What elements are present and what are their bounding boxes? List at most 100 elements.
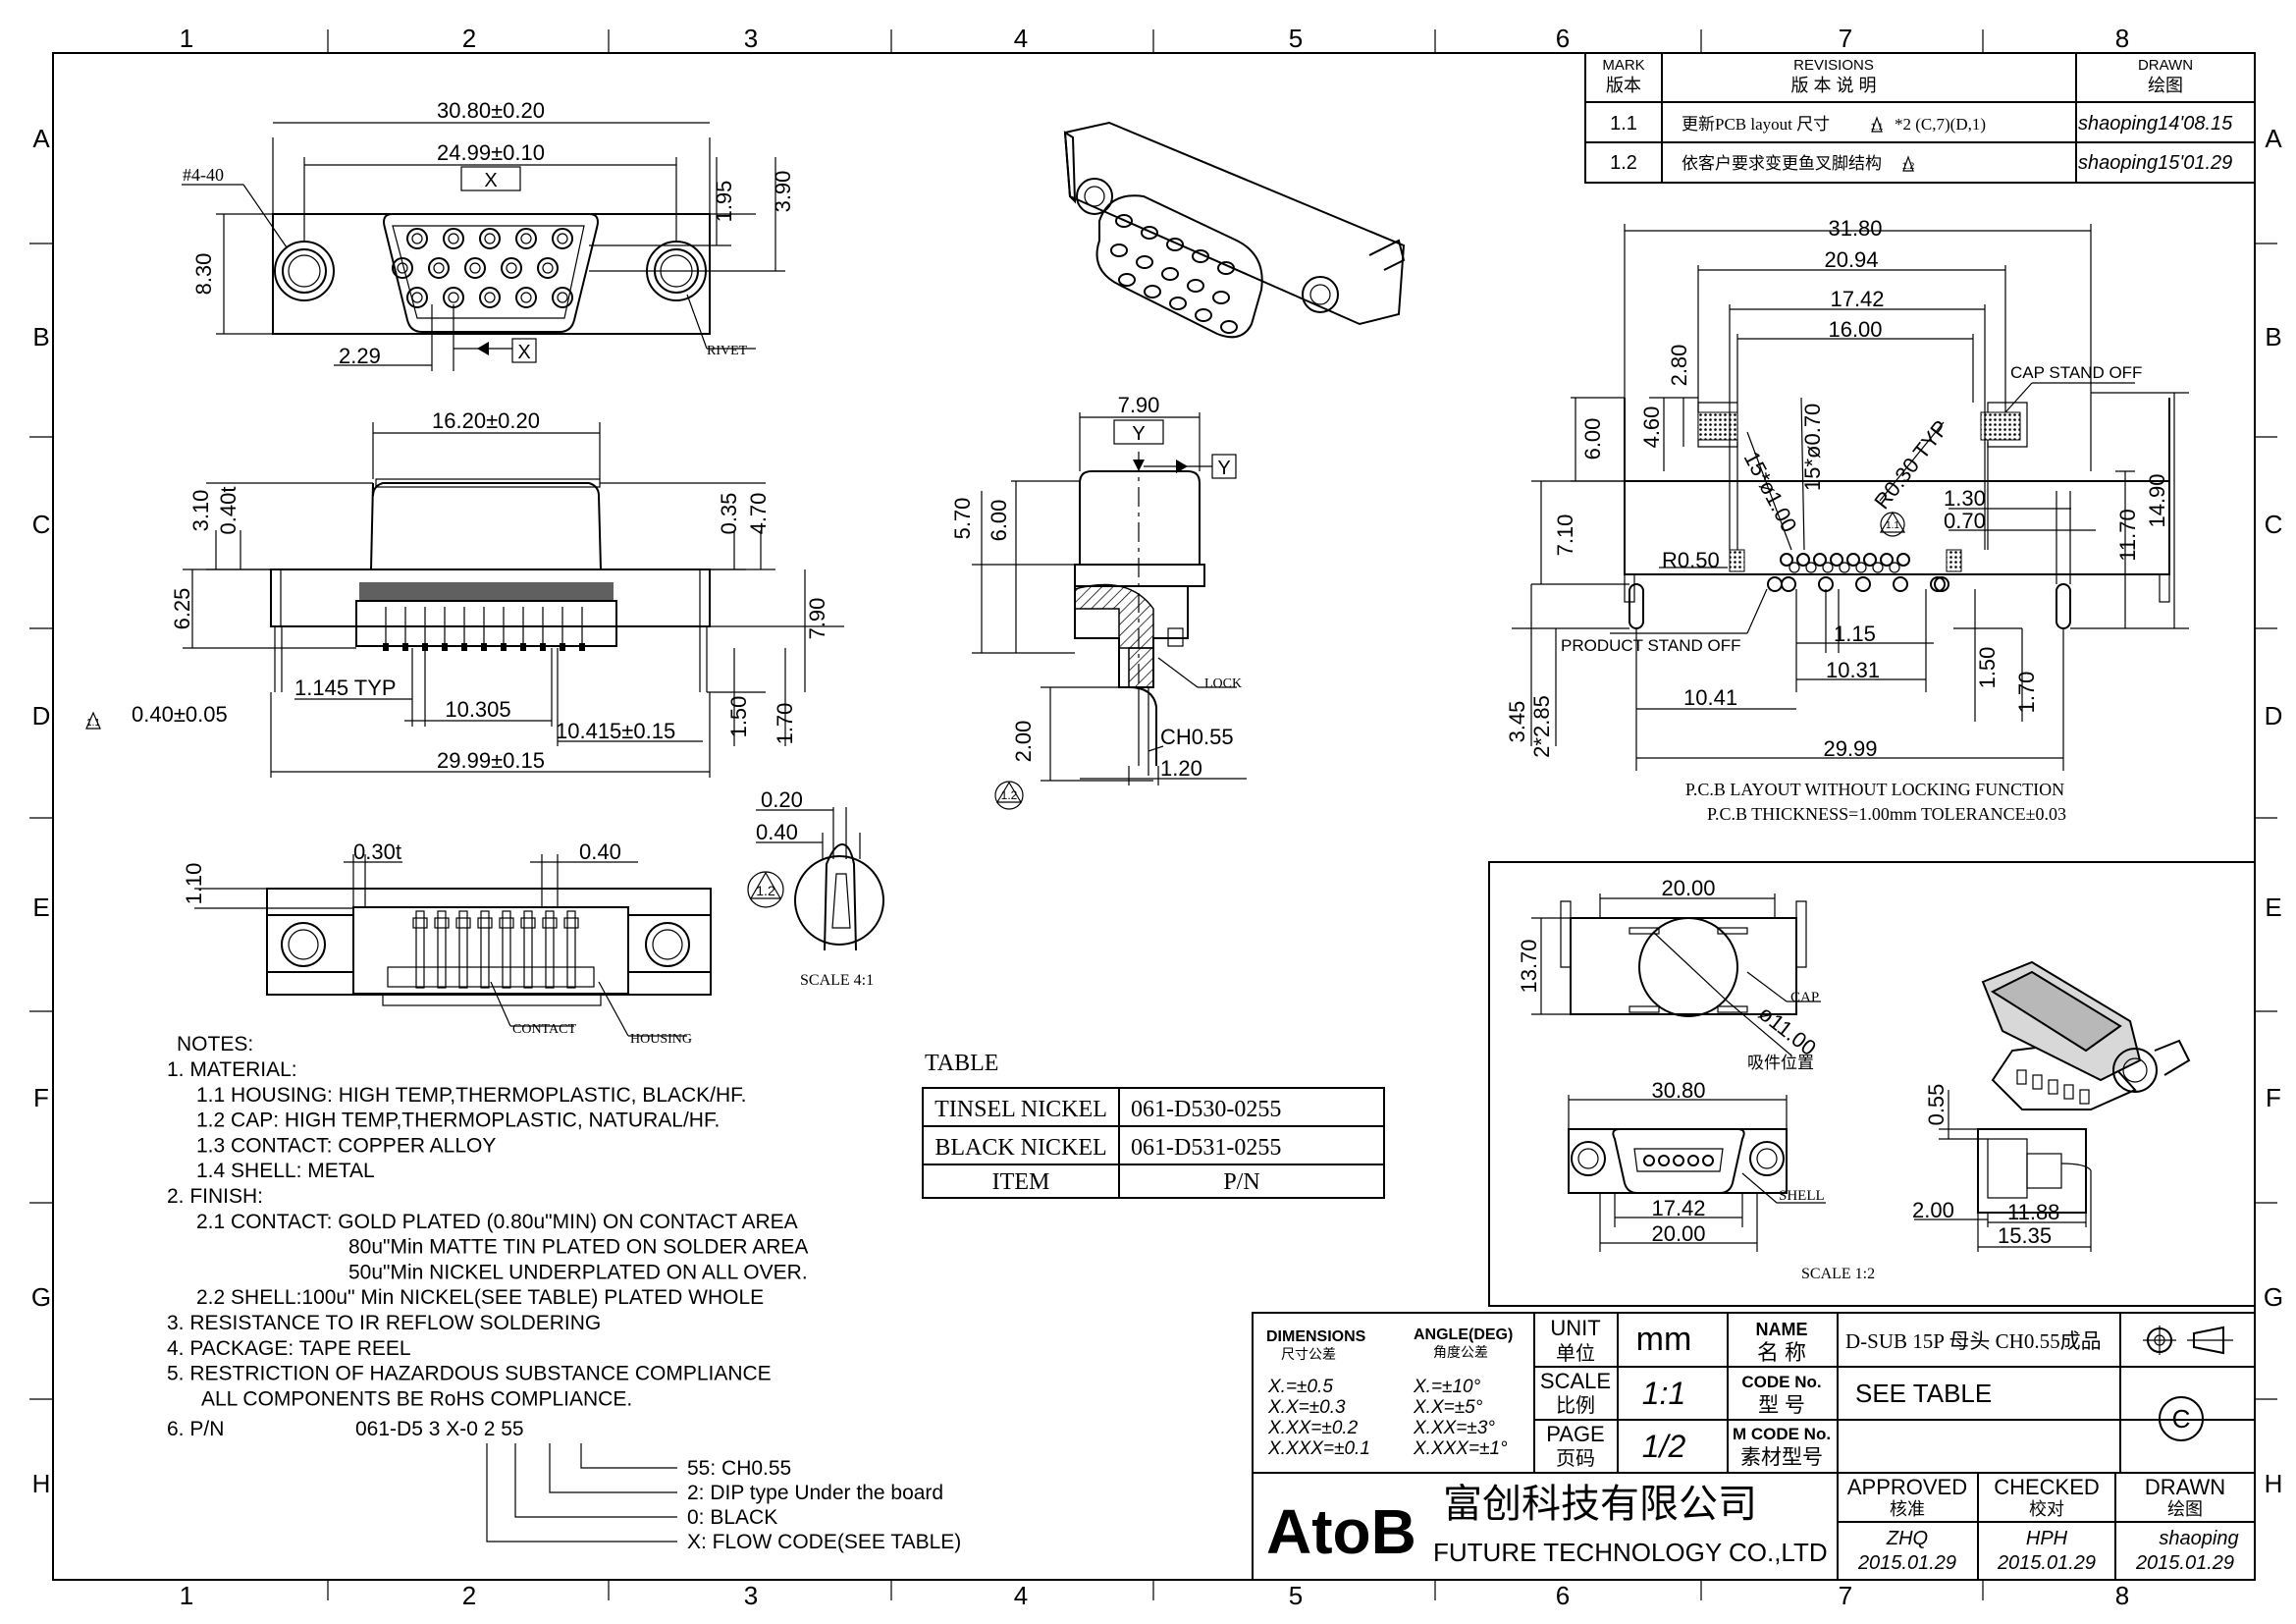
tb-copyright: C (2172, 1404, 2191, 1434)
note-line: 50u"Min NICKEL UNDERPLATED ON ALL OVER. (348, 1261, 808, 1283)
pn-legend-item: 2: DIP type Under the board (687, 1482, 943, 1504)
pkg-d8: 2.00 (1912, 1198, 1954, 1222)
pn-table-header-pn: P/N (1223, 1169, 1259, 1195)
pcb-d9: 15*ø0.70 (1800, 404, 1825, 491)
tb-code-label-cn: 型 号 (1758, 1394, 1805, 1417)
pkg-shell: SHELL (1779, 1188, 1825, 1204)
title-block: DIMENSIONS 尺寸公差 ANGLE(DEG) 角度公差 X.=±0.5X… (1252, 1312, 2256, 1581)
fv-rivet: RIVET (707, 344, 748, 358)
grid-col-label: 3 (744, 1581, 758, 1610)
pcb-pad (1880, 553, 1894, 567)
grid-col-label: 4 (1014, 1581, 1028, 1610)
sv-d7: 7.90 (805, 598, 829, 640)
sv-width: 16.20±0.20 (432, 408, 540, 433)
pcb-pad (1781, 576, 1796, 592)
grid-col-label: 2 (462, 24, 476, 53)
notes-block: NOTES: 6. P/N 061-D5 3 X-0 2 55 55: CH0.… (167, 1033, 961, 1553)
tb-scale-label: SCALE (1540, 1369, 1611, 1393)
tb-checked-cn: 校对 (2029, 1499, 2064, 1519)
contact-pin (479, 287, 501, 308)
tb-name-label: NAME (1756, 1320, 1808, 1339)
contact-pin (566, 910, 576, 989)
tb-mcode-label: M CODE No. (1733, 1425, 1831, 1443)
tb-code: SEE TABLE (1855, 1379, 1992, 1408)
contact-pin (1643, 1155, 1655, 1166)
grid-row-label: G (2264, 1282, 2283, 1312)
pn-table-pn: 061-D531-0255 (1131, 1135, 1281, 1161)
grid-row-label: H (32, 1469, 51, 1498)
contact-pin (392, 257, 413, 279)
pcb-d17: 1.15 (1834, 622, 1876, 646)
pkg-scale: SCALE 1:2 (1801, 1266, 1875, 1282)
contact-pin (443, 228, 464, 249)
pn-code: 061-D5 3 X-0 2 55 (355, 1418, 524, 1440)
pcb-d11: 1.30 (1944, 486, 1986, 511)
pkg-d5: 17.42 (1651, 1196, 1705, 1220)
contact-pin (502, 910, 511, 989)
iso-view (1063, 121, 1406, 339)
pkg-cap: CAP (1790, 990, 1819, 1005)
pcb-d13: 7.10 (1553, 514, 1577, 557)
fv-pitch: 24.99±0.10 (437, 140, 545, 165)
sv-d13: 0.40±0.05 (132, 702, 228, 727)
pcb-d14: R0.50 (1662, 548, 1720, 572)
grid-row-label: B (32, 322, 49, 352)
contact-pin (1169, 297, 1187, 310)
pcb-note1: P.C.B LAYOUT WITHOUT LOCKING FUNCTION (1685, 780, 2064, 799)
contact-pin (1217, 261, 1235, 275)
contact-pin (515, 228, 537, 249)
sv-d11: 1.50 (726, 696, 751, 738)
grid-row-label: F (2266, 1083, 2281, 1112)
pcb-d3: 17.42 (1830, 287, 1884, 311)
grid-row-label: A (2265, 124, 2282, 153)
fv-d6: 2.29 (339, 344, 381, 368)
sv-d10: 10.415±0.15 (556, 719, 675, 743)
tb-company-cn: 富创科技有限公司 (1443, 1483, 1757, 1526)
tb-mcode-label-cn: 素材型号 (1740, 1446, 1823, 1469)
contact-pin (515, 287, 537, 308)
pcb-pad (1896, 553, 1910, 567)
grid-col-label: 8 (2115, 24, 2129, 53)
contact-pin (1161, 267, 1179, 281)
contact-pin (406, 287, 428, 308)
tb-page-label: PAGE (1546, 1422, 1605, 1446)
contact-pin (545, 910, 555, 989)
note-line: ALL COMPONENTS BE RoHS COMPLIANCE. (201, 1387, 632, 1410)
bv-d2: 0.40 (579, 839, 621, 864)
grid-row-label: B (2265, 322, 2281, 352)
sv-rev-mark: 1.1 (86, 718, 100, 729)
contact-pin (1673, 1155, 1684, 1166)
tb-approved-label: APPROVED (1847, 1475, 1967, 1499)
rev-row-desc-extra: *2 (C,7)(D,1) (1895, 115, 1986, 134)
tb-drawn-label: DRAWN (2145, 1475, 2225, 1499)
note-line: 3. RESISTANCE TO IR REFLOW SOLDERING (167, 1312, 601, 1334)
tb-ang: X.X=±5° (1413, 1397, 1483, 1418)
side-view: 16.20±0.20 3.10 0.40t 0.35 4.70 7.90 6.2… (85, 408, 844, 778)
contact-pin (1187, 279, 1204, 293)
contact-pin (537, 257, 559, 279)
pcb-d16: 14.90 (2145, 473, 2169, 527)
tb-page-label-cn: 页码 (1556, 1448, 1595, 1470)
tb-approved-cn: 核准 (1890, 1499, 1925, 1519)
grid-col-label: 7 (1839, 1581, 1852, 1610)
contact-pin (1702, 1155, 1714, 1166)
contact-pin (415, 910, 425, 989)
note-line: 4. PACKAGE: TAPE REEL (167, 1337, 411, 1360)
bv-scale: SCALE 4:1 (800, 972, 874, 989)
tb-unit-label-cn: 单位 (1556, 1342, 1595, 1365)
rev-row-desc: 更新PCB layout 尺寸 (1682, 115, 1830, 134)
fv-d3: 1.95 (712, 181, 736, 223)
sv-d6: 6.25 (170, 588, 194, 630)
sec-d2: 5.70 (950, 498, 975, 540)
tb-ang-label: ANGLE(DEG) (1414, 1326, 1513, 1343)
note-line: 5. RESTRICTION OF HAZARDOUS SUBSTANCE CO… (167, 1363, 772, 1385)
tb-dim-label: DIMENSIONS (1266, 1328, 1366, 1345)
pcb-pad (1893, 576, 1908, 592)
pkg-d2: 13.70 (1517, 939, 1541, 993)
pcb-pad (1813, 553, 1827, 567)
fv-datum: X (484, 170, 497, 191)
pcb-d4: 16.00 (1828, 317, 1882, 342)
pcb-d10: R0.30 TYP (1869, 415, 1953, 514)
tb-name: D-SUB 15P 母头 CH0.55成品 (1845, 1329, 2102, 1353)
contact-pin (1118, 273, 1136, 287)
